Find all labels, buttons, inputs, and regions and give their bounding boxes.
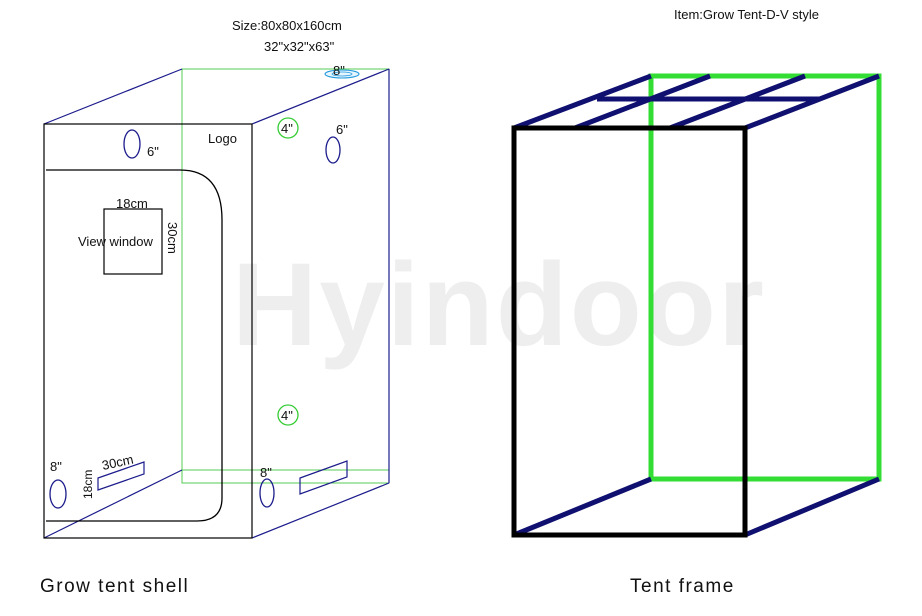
- window-height-label: 30cm: [165, 222, 180, 254]
- front-frame-rectangle: [511, 125, 748, 538]
- roof-port-label: 8": [333, 63, 345, 78]
- side-vent-flap: [299, 460, 348, 495]
- side-port-bottom-label: 4": [281, 408, 293, 423]
- vent-flap-width-label: 30cm: [101, 452, 135, 473]
- top-right-depth-bar: [744, 73, 880, 131]
- front-bottom-vent-icon: [49, 479, 67, 509]
- door-zipper-outline: [46, 169, 223, 522]
- bottom-right-depth-edge: [251, 482, 390, 539]
- side-bottom-port-label: 8": [260, 465, 272, 480]
- top-center-depth-bar: [574, 73, 711, 131]
- side-top-vent-icon: [325, 136, 341, 164]
- top-right-depth-edge: [251, 68, 390, 125]
- top-left-depth-edge: [43, 68, 183, 125]
- back-frame-rectangle: [648, 73, 882, 482]
- watermark-text: Hyindoor: [232, 239, 766, 371]
- front-bottom-port-label: 8": [50, 459, 62, 474]
- front-panel-outline: [43, 123, 253, 539]
- window-width-label: 18cm: [116, 196, 148, 211]
- tent-frame-drawing: [511, 73, 882, 538]
- view-window: [103, 208, 163, 275]
- side-top-vent-label: 6": [336, 122, 348, 137]
- front-top-vent-label: 6": [147, 144, 159, 159]
- top-left-depth-bar: [513, 73, 652, 131]
- size-metric-label: Size:80x80x160cm: [232, 18, 342, 33]
- front-top-vent-icon: [123, 129, 141, 159]
- top-inner-depth-bar: [669, 73, 806, 131]
- front-vent-flap: [97, 461, 145, 491]
- side-port-bottom-icon: [277, 404, 299, 426]
- frame-caption: Tent frame: [630, 576, 735, 597]
- side-port-top-icon: [277, 117, 299, 139]
- roof-port-inner-icon: [331, 71, 353, 77]
- logo-label: Logo: [208, 131, 237, 146]
- item-label: Item:Grow Tent-D-V style: [674, 7, 819, 22]
- bottom-right-depth-bar: [744, 476, 880, 538]
- size-imperial-label: 32"x32"x63": [264, 39, 335, 54]
- shell-caption: Grow tent shell: [40, 576, 189, 597]
- bottom-left-depth-bar: [513, 476, 652, 538]
- side-port-top-label: 4": [281, 121, 293, 136]
- vent-flap-height-label: 18cm: [81, 470, 95, 499]
- bottom-left-depth-edge: [43, 469, 183, 539]
- side-bottom-vent-icon: [259, 478, 275, 508]
- tent-shell-drawing: [43, 68, 390, 539]
- view-window-label: View window: [78, 234, 154, 249]
- roof-port-icon: [324, 69, 360, 79]
